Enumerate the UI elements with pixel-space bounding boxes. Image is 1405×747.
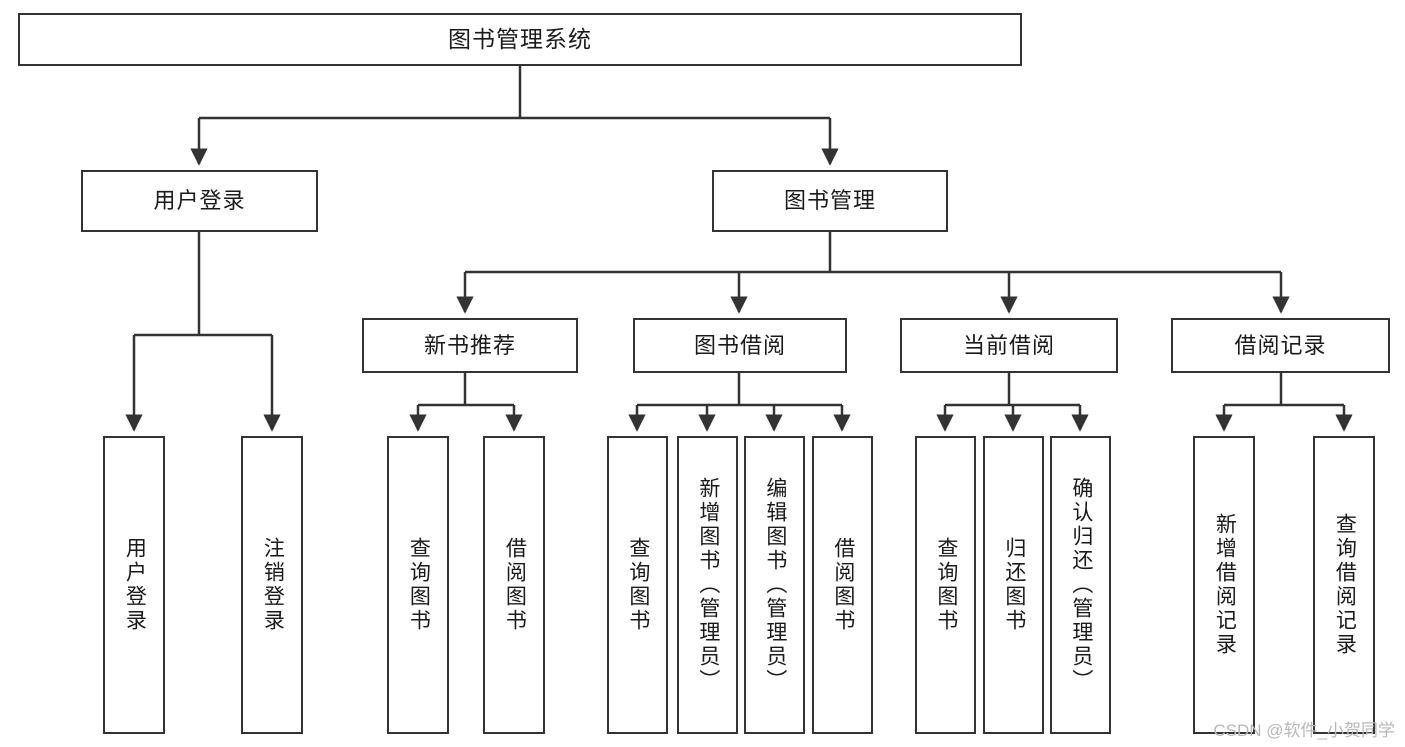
node-leaf-return-book-label: 归还图书	[1002, 537, 1026, 633]
node-leaf-query-record-label: 查询借阅记录	[1333, 513, 1357, 657]
node-leaf-borrow-book-1[interactable]: 借阅图书	[483, 436, 545, 734]
node-new-book-rec-label: 新书推荐	[423, 332, 516, 358]
node-book-borrow[interactable]: 图书借阅	[633, 318, 847, 373]
node-leaf-query-book-1-label: 查询图书	[407, 537, 431, 633]
node-leaf-edit-book[interactable]: 编辑图书（管理员）	[744, 436, 805, 734]
node-leaf-query-book-3[interactable]: 查询图书	[915, 436, 976, 734]
node-leaf-confirm-return[interactable]: 确认归还（管理员）	[1050, 436, 1111, 734]
node-leaf-edit-book-label: 编辑图书（管理员）	[763, 477, 787, 693]
node-root[interactable]: 图书管理系统	[18, 13, 1022, 66]
node-leaf-user-login-label: 用户登录	[123, 537, 147, 633]
node-current-borrow-label: 当前借阅	[962, 332, 1055, 358]
node-leaf-confirm-return-label: 确认归还（管理员）	[1069, 477, 1093, 693]
node-borrow-record-label: 借阅记录	[1234, 332, 1327, 358]
node-leaf-query-book-2[interactable]: 查询图书	[607, 436, 668, 734]
node-leaf-logout[interactable]: 注销登录	[241, 436, 303, 734]
node-book-manage[interactable]: 图书管理	[712, 170, 948, 232]
node-leaf-borrow-book-1-label: 借阅图书	[503, 537, 527, 633]
node-book-manage-label: 图书管理	[783, 188, 876, 214]
node-leaf-borrow-book-2-label: 借阅图书	[831, 537, 855, 633]
node-leaf-query-record[interactable]: 查询借阅记录	[1313, 436, 1375, 734]
node-borrow-record[interactable]: 借阅记录	[1171, 318, 1390, 373]
node-user-login-label: 用户登录	[153, 188, 246, 214]
node-leaf-borrow-book-2[interactable]: 借阅图书	[812, 436, 873, 734]
node-leaf-query-book-1[interactable]: 查询图书	[387, 436, 449, 734]
node-leaf-query-book-3-label: 查询图书	[934, 537, 958, 633]
node-leaf-add-record[interactable]: 新增借阅记录	[1193, 436, 1255, 734]
node-leaf-add-book[interactable]: 新增图书（管理员）	[677, 436, 738, 734]
node-leaf-add-record-label: 新增借阅记录	[1213, 513, 1237, 657]
node-book-borrow-label: 图书借阅	[693, 332, 786, 358]
node-leaf-query-book-2-label: 查询图书	[626, 537, 650, 633]
node-user-login[interactable]: 用户登录	[81, 170, 318, 232]
node-leaf-return-book[interactable]: 归还图书	[983, 436, 1044, 734]
node-leaf-logout-label: 注销登录	[261, 537, 285, 633]
node-new-book-rec[interactable]: 新书推荐	[362, 318, 578, 373]
node-root-label: 图书管理系统	[448, 25, 592, 52]
node-current-borrow[interactable]: 当前借阅	[900, 318, 1118, 373]
node-leaf-add-book-label: 新增图书（管理员）	[696, 477, 720, 693]
node-leaf-user-login[interactable]: 用户登录	[103, 436, 165, 734]
